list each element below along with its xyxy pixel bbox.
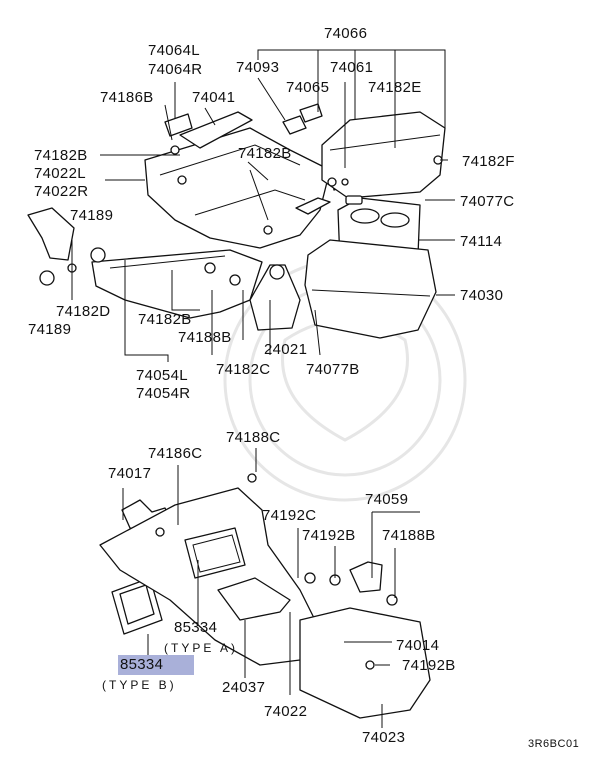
label-74182b-b: 74182B [238, 145, 292, 162]
label-74192b-b: 74192B [402, 657, 456, 674]
lower-cover [299, 607, 431, 719]
label-74182e: 74182E [368, 79, 422, 96]
clip-part [282, 115, 307, 135]
screw-head-5 [177, 175, 187, 185]
label-24037: 24037 [222, 679, 266, 696]
armrest-lid [321, 111, 446, 199]
label-type-b: (TYPE B) [102, 678, 177, 692]
screw-lower-5 [365, 660, 375, 670]
label-74182b-c: 74182B [138, 311, 192, 328]
label-74064r: 74064R [148, 61, 203, 78]
label-74054r: 74054R [136, 385, 191, 402]
label-74017: 74017 [108, 465, 152, 482]
screw-head-9 [341, 178, 349, 186]
bezel-type-b-inner [119, 584, 155, 625]
label-74189-b: 74189 [28, 321, 72, 338]
label-74023: 74023 [362, 729, 406, 746]
console-bracket [179, 111, 253, 149]
label-74030: 74030 [460, 287, 504, 304]
screw-lower-2 [304, 572, 316, 584]
console-box [304, 239, 437, 339]
label-74061: 74061 [330, 59, 374, 76]
label-74189-a: 74189 [70, 207, 114, 224]
label-74114: 74114 [460, 233, 503, 250]
screw-head-3 [229, 274, 241, 286]
label-74022: 74022 [264, 703, 308, 720]
bezel-type-a [184, 527, 246, 579]
label-74093: 74093 [236, 59, 280, 76]
label-74186b: 74186B [100, 89, 154, 106]
mount-plate [349, 561, 383, 593]
clip-part-2 [299, 103, 323, 123]
label-74077c: 74077C [460, 193, 515, 210]
shift-boot [249, 264, 301, 331]
screw-lower [247, 473, 257, 483]
lever-part [295, 197, 331, 215]
screw-head-7 [327, 177, 337, 187]
label-74188c: 74188C [226, 429, 281, 446]
label-74192c: 74192C [262, 507, 317, 524]
label-24021: 24021 [264, 341, 308, 358]
rear-trim [27, 207, 75, 261]
knob-cap [39, 270, 55, 286]
console-tray [217, 577, 291, 621]
label-74022r: 74022R [34, 183, 89, 200]
grommet [90, 247, 106, 263]
floor-side-panel [91, 249, 263, 319]
label-74022l: 74022L [34, 165, 86, 182]
diagram-code: 3R6BC01 [528, 738, 580, 750]
label-74066: 74066 [324, 25, 368, 42]
clip-lower [155, 527, 165, 537]
label-74182c: 74182C [216, 361, 271, 378]
label-85334-a: 85334 [174, 619, 218, 636]
label-74182f: 74182F [462, 153, 515, 170]
small-pad [345, 195, 363, 205]
label-74065: 74065 [286, 79, 330, 96]
label-74182b-a: 74182B [34, 147, 88, 164]
label-type-a: (TYPE A) [164, 641, 239, 655]
label-74186c: 74186C [148, 445, 203, 462]
label-74188b-a: 74188B [178, 329, 232, 346]
label-74182d: 74182D [56, 303, 111, 320]
leader-lines-upper [71, 49, 455, 362]
small-tray [164, 113, 193, 137]
label-74041: 74041 [192, 89, 236, 106]
label-74077b: 74077B [306, 361, 360, 378]
screw-head-6 [263, 225, 273, 235]
label-74188b-b: 74188B [382, 527, 436, 544]
label-85334-b: 85334 [120, 656, 164, 673]
label-74192b-a: 74192B [302, 527, 356, 544]
screw-head-4 [170, 145, 180, 155]
leader-lines-lower [122, 448, 420, 728]
label-74064l: 74064L [148, 42, 200, 59]
highlight-85334-type-b [118, 655, 194, 675]
label-74014: 74014 [396, 637, 440, 654]
screw-head-2 [204, 262, 216, 274]
label-74054l: 74054L [136, 367, 188, 384]
label-74059: 74059 [365, 491, 409, 508]
